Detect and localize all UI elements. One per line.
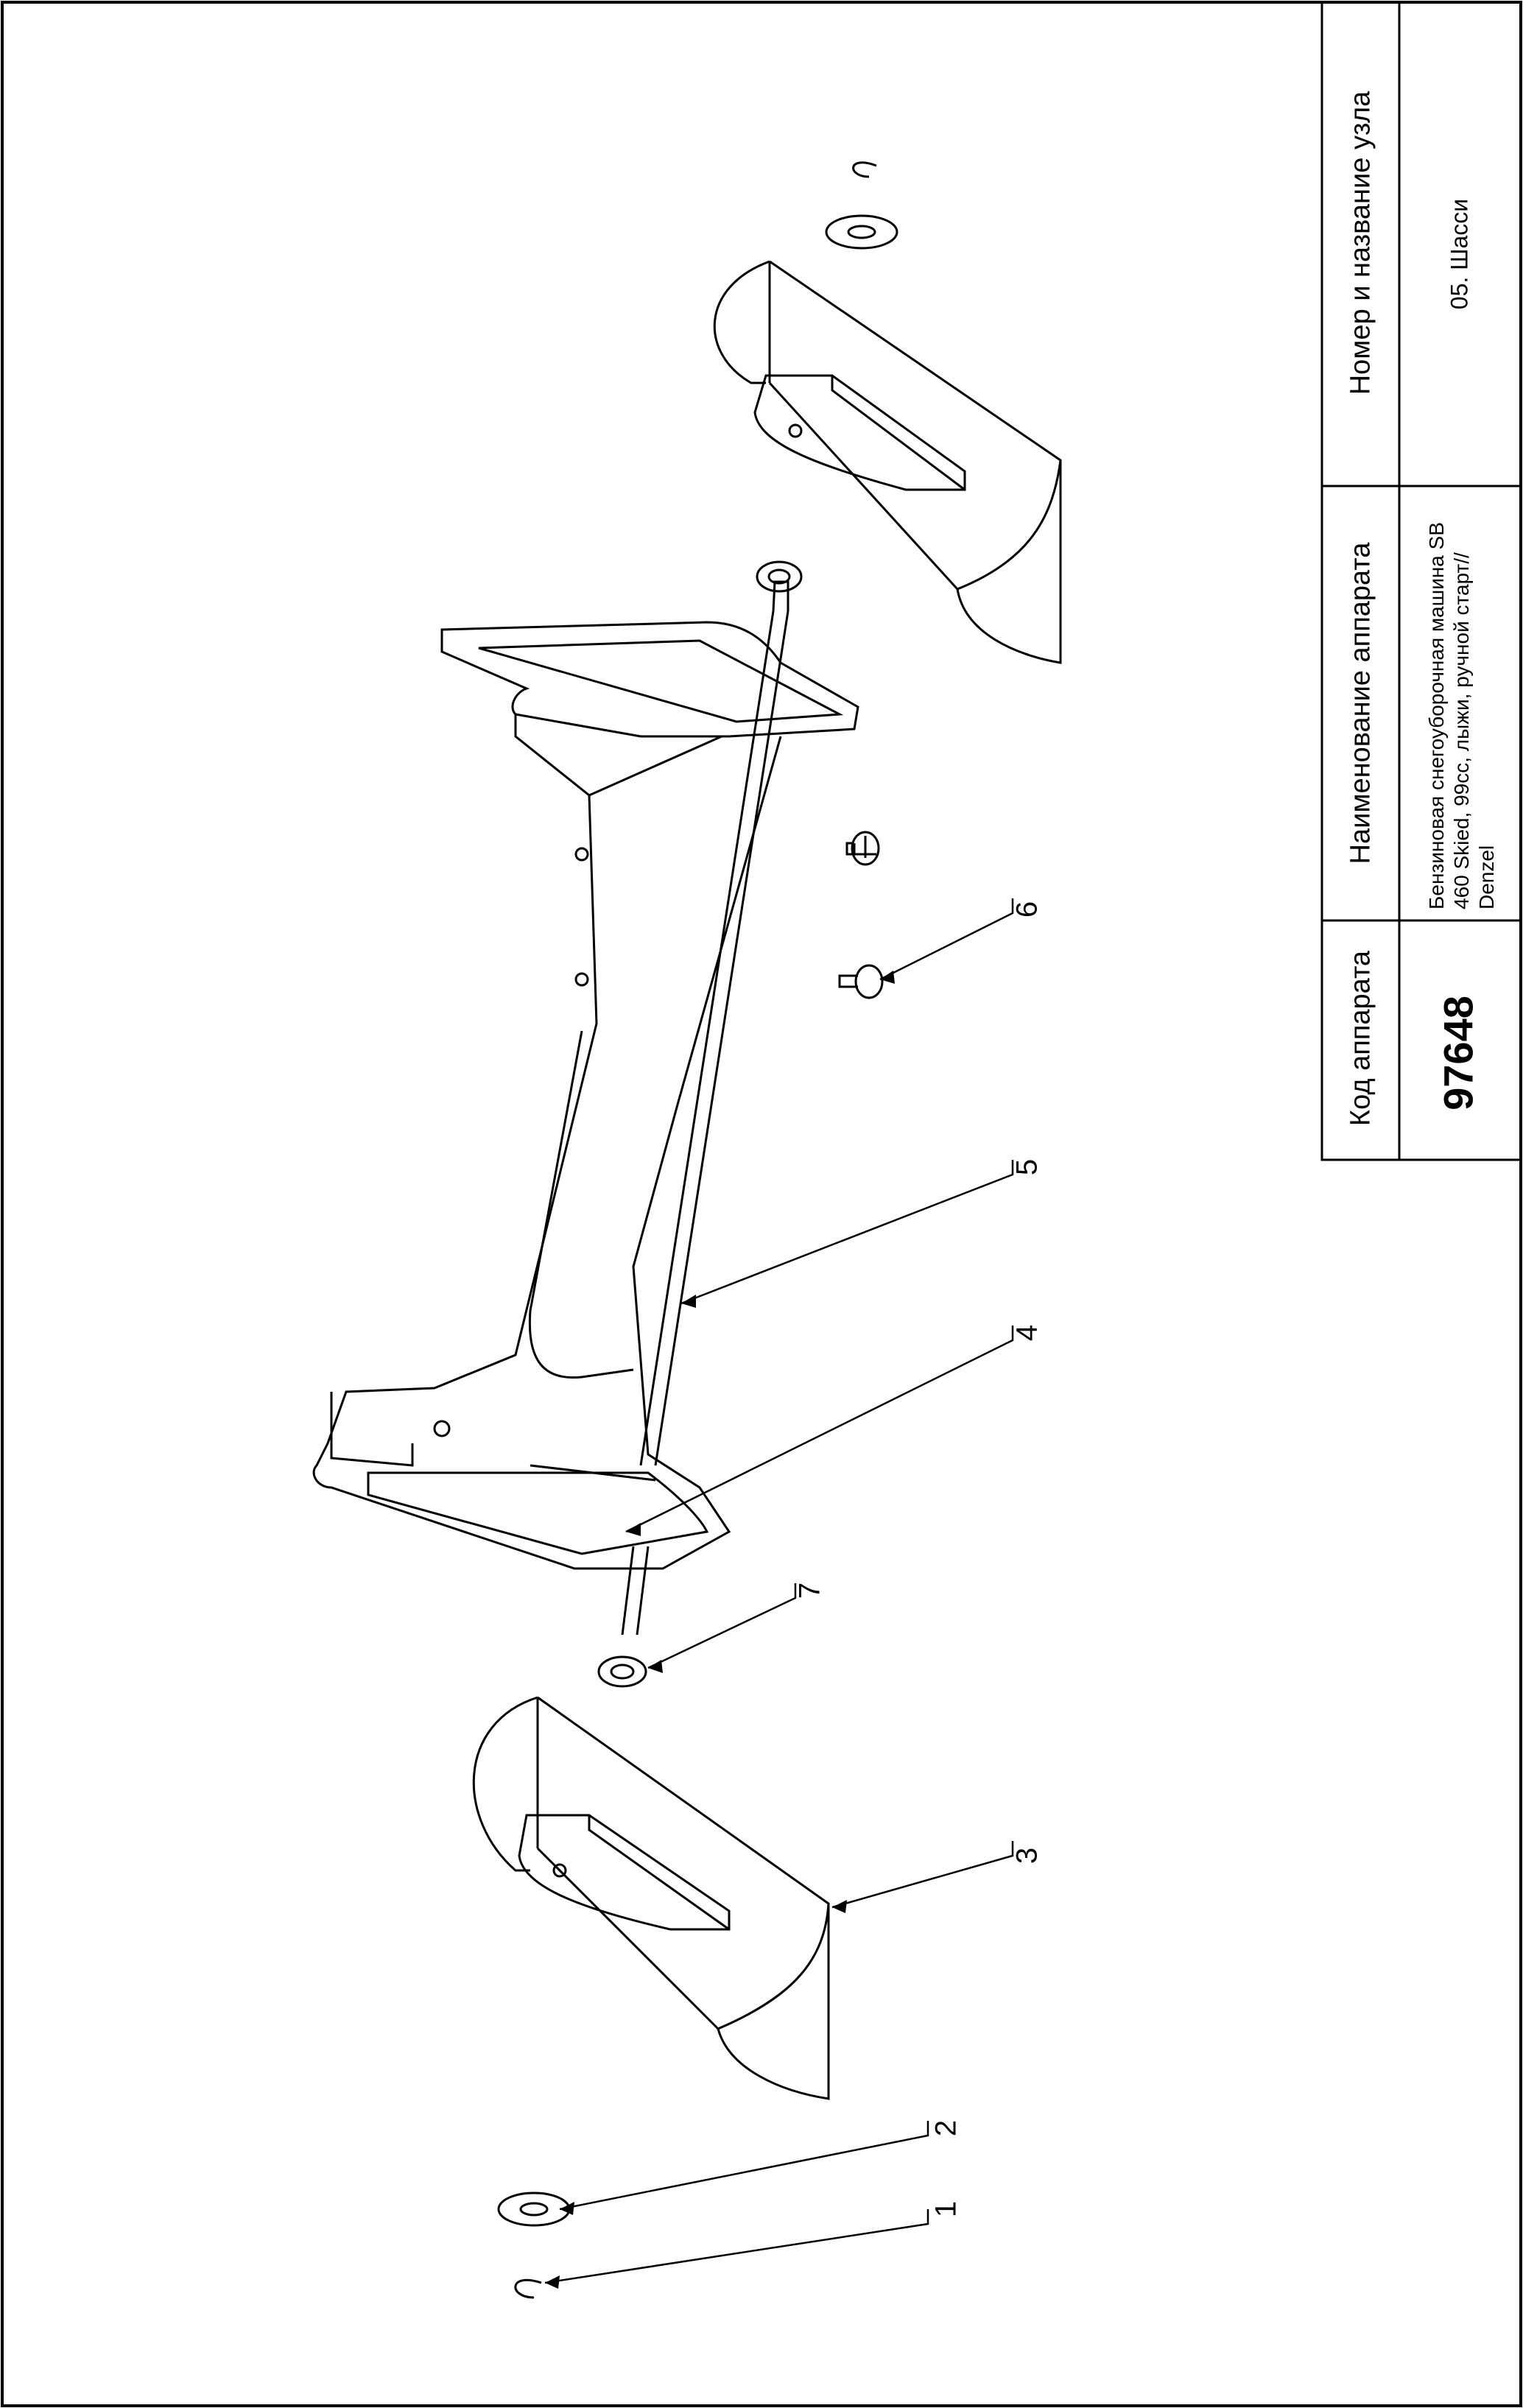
callout-4: 4	[1010, 1324, 1044, 1342]
code-value: 97648	[1435, 996, 1482, 1110]
code-header: Код аппарата	[1345, 950, 1376, 1127]
device-name: Бензиновая снегоуборочная машина SB 460 …	[1425, 522, 1498, 909]
callout-7: 7	[793, 1582, 826, 1599]
device-header: Наименование аппарата	[1345, 542, 1376, 865]
callout-3: 3	[1010, 1847, 1044, 1865]
chassis-frame	[312, 580, 859, 1636]
bolt-lower	[838, 964, 884, 999]
leader-lines	[544, 898, 1014, 2284]
ski-right	[713, 260, 1062, 664]
washer-bottom	[497, 2192, 571, 2227]
clip-bottom	[514, 2278, 542, 2299]
bolt-upper	[845, 831, 880, 866]
bushing-bottom	[597, 1655, 647, 1688]
callout-2: 2	[929, 2119, 963, 2137]
title-block-grid	[1320, 1, 1522, 1161]
bushing-top	[756, 560, 803, 593]
callout-6: 6	[1010, 901, 1044, 918]
callout-1: 1	[929, 2200, 963, 2218]
callout-5: 5	[1010, 1158, 1044, 1176]
leader-arrows	[545, 971, 895, 2289]
washer-top	[825, 214, 898, 250]
ski-left	[472, 1696, 830, 2100]
node-name: 05. Шасси	[1446, 198, 1473, 310]
node-header: Номер и название узла	[1345, 91, 1376, 395]
clip-top	[852, 161, 877, 178]
